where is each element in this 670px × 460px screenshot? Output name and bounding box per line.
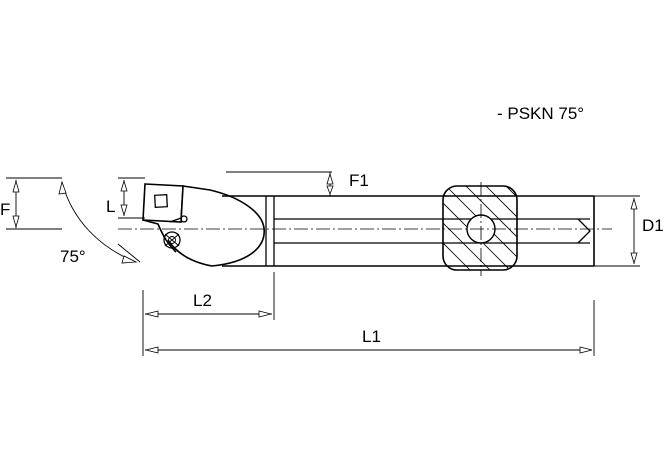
dimension-f1: F1 [226, 171, 369, 196]
svg-text:L1: L1 [362, 327, 381, 346]
svg-text:F1: F1 [349, 171, 369, 190]
dimension-angle: 75° [58, 180, 141, 266]
svg-text:F: F [0, 200, 10, 219]
tool-body [118, 182, 612, 276]
clamp-screw-icon [163, 215, 188, 249]
svg-text:75°: 75° [60, 247, 86, 266]
shank-cross-section [442, 182, 518, 276]
cutting-insert [142, 183, 184, 223]
svg-text:L2: L2 [193, 291, 212, 310]
dimension-l2: L2 [142, 272, 275, 356]
model-title: - PSKN 75° [497, 104, 584, 123]
dimension-f: F [0, 177, 62, 230]
svg-text:L: L [106, 197, 115, 216]
svg-text:D1: D1 [642, 216, 664, 235]
dimension-d1: D1 [594, 195, 664, 267]
dimension-l: L [106, 177, 145, 219]
dimension-l1: L1 [145, 300, 595, 356]
